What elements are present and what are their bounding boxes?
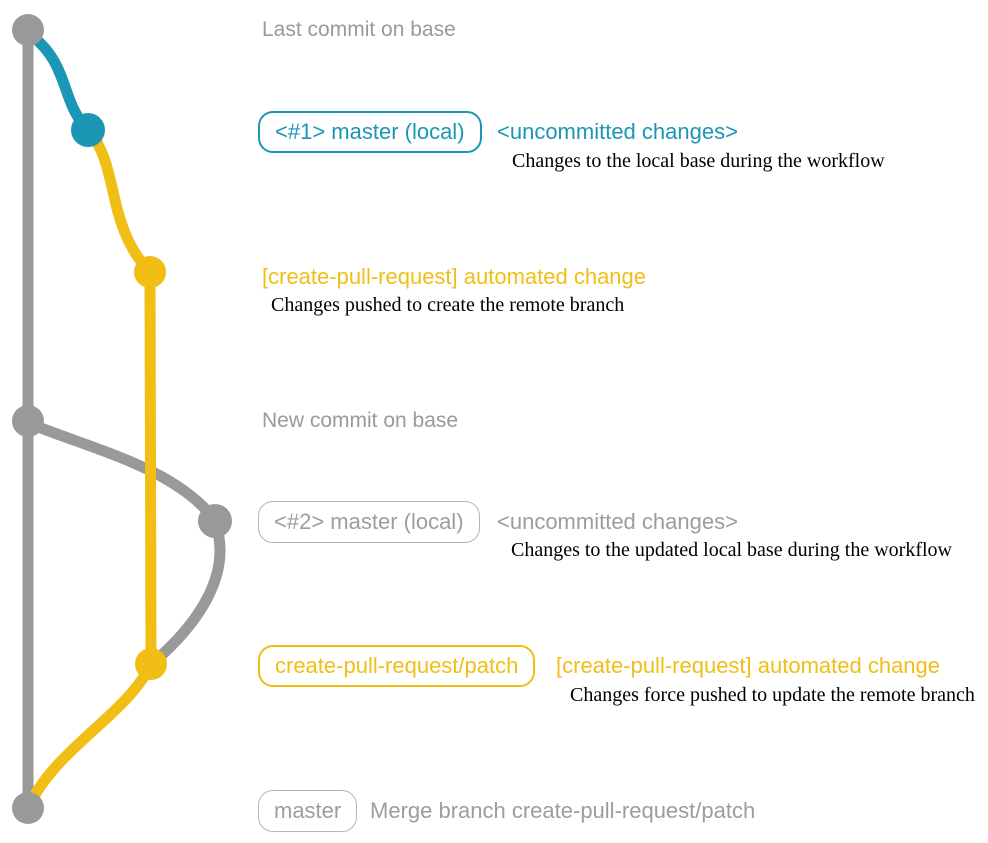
commit-title-merge-branch: Merge branch create-pull-request/patch	[370, 798, 756, 823]
branch-badge-master-local-1: <#1> master (local)	[258, 111, 482, 153]
caption-last-commit-on-base: Last commit on base	[262, 18, 456, 41]
branch-badge-create-pull-request-patch: create-pull-request/patch	[258, 645, 536, 687]
commit-dot-master-local-2	[198, 504, 232, 538]
branch-badge-master: master	[258, 790, 358, 832]
branch-badge-master-local-2: <#2> master (local)	[258, 501, 480, 543]
rebase-segment-in	[148, 516, 226, 668]
commit-desc-force-pushed-update-remote: Changes force pushed to update the remot…	[570, 684, 975, 706]
caption-new-commit-on-base: New commit on base	[262, 409, 459, 432]
commit-desc-pushed-create-remote: Changes pushed to create the remote bran…	[271, 294, 625, 316]
commit-dot-create-pr-1	[134, 256, 166, 288]
commit-desc-local-base-changes: Changes to the local base during the wor…	[512, 150, 885, 172]
commit-title-uncommitted-changes-2: <uncommitted changes>	[497, 509, 738, 534]
commit-dot-create-pr-2	[135, 648, 167, 680]
rebase-segment-out	[22, 417, 221, 526]
patch-branch-upper-segment	[82, 124, 156, 278]
commit-graph	[12, 14, 232, 824]
commit-dot-master-local-1	[71, 113, 105, 147]
local-master-branch-segment	[22, 27, 94, 136]
commit-desc-updated-local-base-changes: Changes to the updated local base during…	[511, 539, 952, 561]
commit-dot-new-base	[12, 405, 44, 437]
commit-title-automated-change-1: [create-pull-request] automated change	[262, 264, 647, 289]
commit-dot-last-base	[12, 14, 44, 46]
merge-segment	[23, 658, 157, 812]
commit-title-uncommitted-changes-1: <uncommitted changes>	[497, 119, 738, 144]
commit-dot-merge	[12, 792, 44, 824]
commit-title-automated-change-2: [create-pull-request] automated change	[556, 653, 941, 678]
patch-branch-line	[144, 271, 157, 665]
